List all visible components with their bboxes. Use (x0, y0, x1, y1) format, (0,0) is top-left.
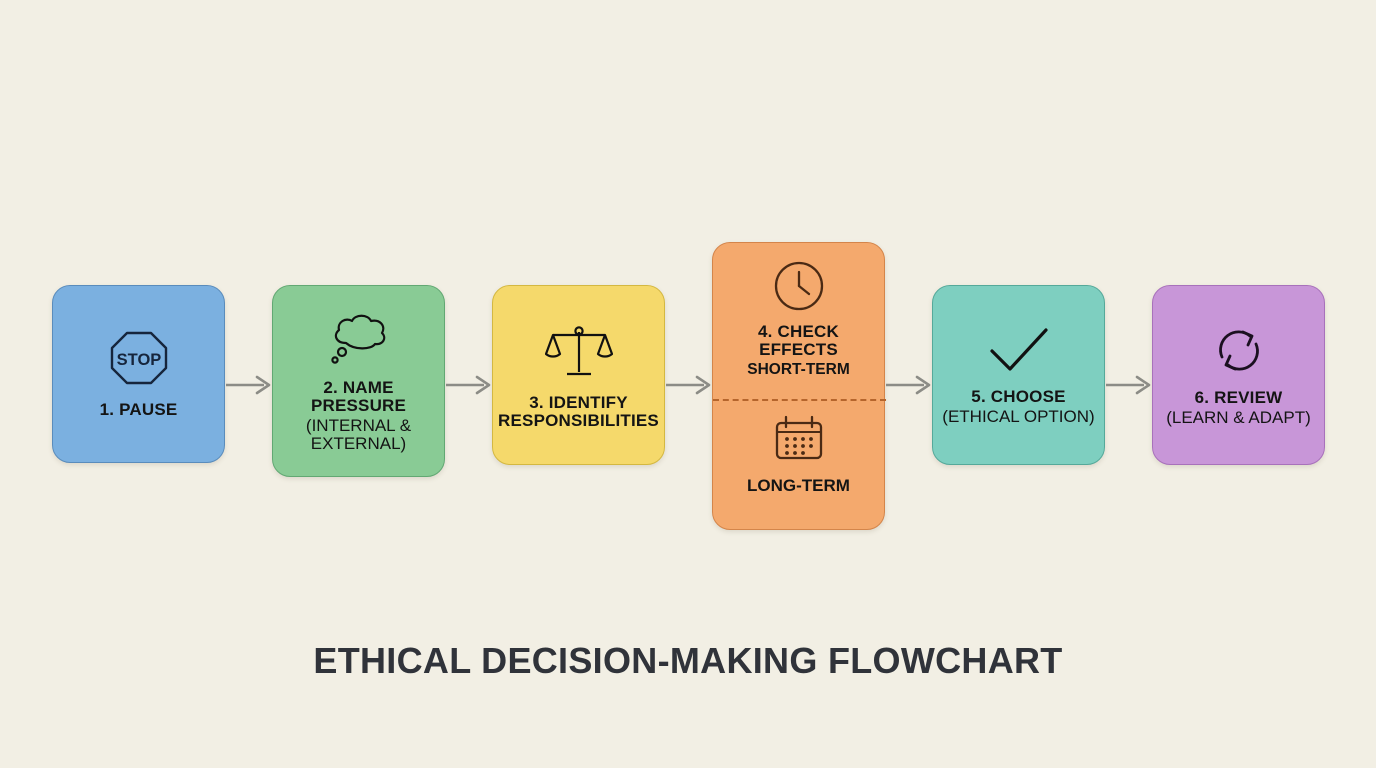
check-effects-long-term-section: LONG-TERM (713, 394, 884, 529)
flow-node-sublabel: (INTERNAL & EXTERNAL) (305, 415, 412, 453)
flow-node-label: 6. REVIEW (1194, 388, 1283, 408)
node-divider (713, 399, 886, 401)
flow-node-label: 1. PAUSE (99, 399, 178, 419)
flow-node-sublabel: (LEARN & ADAPT) (1166, 407, 1311, 427)
flow-node-choose[interactable]: 5. CHOOSE (ETHICAL OPTION) (932, 285, 1105, 465)
flow-node-identify-responsibilities[interactable]: 3. IDENTIFY RESPONSIBILITIES (492, 285, 665, 465)
connector-arrow-name-pressure-to-identify (446, 374, 492, 396)
flow-node-pause[interactable]: STOP 1. PAUSE (52, 285, 225, 463)
refresh-cycle-icon (1210, 323, 1268, 377)
diagram-title: ETHICAL DECISION-MAKING FLOWCHART (313, 640, 1063, 681)
flow-node-check-effects[interactable]: 4. CHECK EFFECTS SHORT-TERM (712, 242, 886, 530)
flow-node-label: 2. NAME PRESSURE (310, 377, 407, 416)
flow-node-name-pressure[interactable]: 2. NAME PRESSURE (INTERNAL & EXTERNAL) (272, 285, 445, 477)
flow-node-review[interactable]: 6. REVIEW (LEARN & ADAPT) (1152, 285, 1325, 465)
checkmark-icon (987, 324, 1051, 376)
svg-text:STOP: STOP (116, 351, 161, 369)
flow-node-label: 5. CHOOSE (971, 387, 1066, 407)
stop-sign-icon: STOP (108, 329, 170, 387)
flow-node-bottom-label: LONG-TERM (747, 475, 850, 495)
flow-node-sublabel: SHORT-TERM (747, 360, 850, 378)
connector-arrow-choose-to-review (1106, 374, 1152, 396)
flow-node-label: 4. CHECK EFFECTS (758, 322, 839, 360)
balance-scales-icon (544, 320, 613, 380)
flow-node-sublabel: (ETHICAL OPTION) (942, 406, 1095, 426)
connector-arrow-check-effects-to-choose (886, 374, 932, 396)
flow-node-label: 3. IDENTIFY RESPONSIBILITIES (498, 392, 659, 430)
connector-arrow-pause-to-name-pressure (226, 374, 272, 396)
clock-icon (772, 259, 826, 313)
connector-arrow-identify-to-check-effects (666, 374, 712, 396)
thought-bubble-icon (326, 309, 392, 367)
calendar-icon (771, 414, 827, 464)
check-effects-short-term-section: 4. CHECK EFFECTS SHORT-TERM (713, 259, 884, 394)
